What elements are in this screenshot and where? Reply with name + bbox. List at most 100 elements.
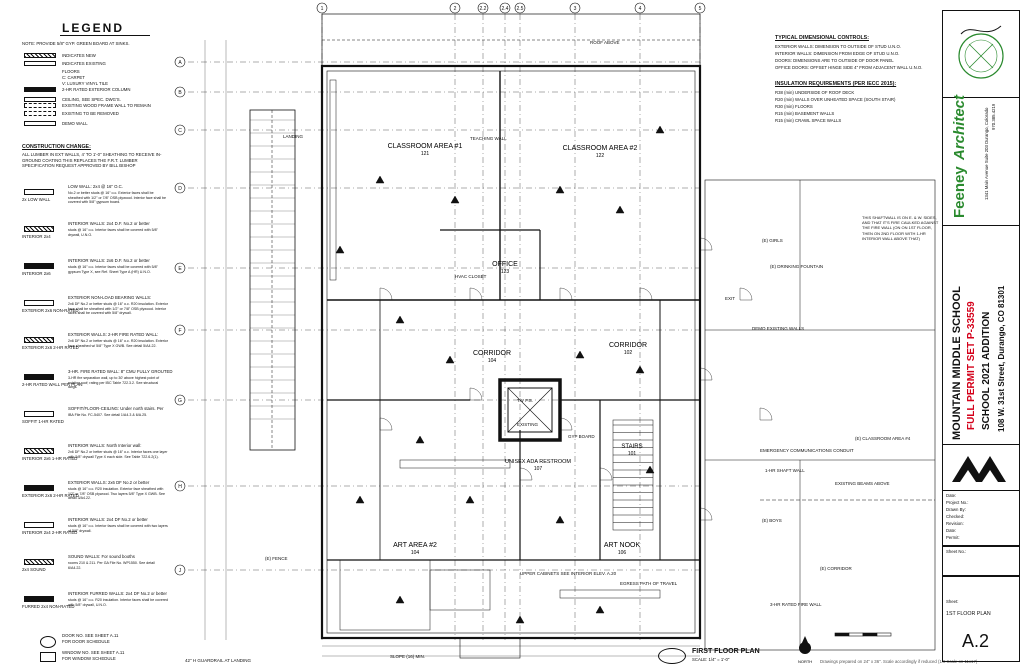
wall-type-heading: LOW WALL: 2x4 @ 16" O.C. bbox=[68, 184, 123, 189]
room-art-nook-num: 106 bbox=[618, 550, 627, 556]
room-restroom-num: 107 bbox=[534, 466, 543, 472]
door-swing-icon bbox=[699, 367, 713, 381]
wall-type-tag: 2x LOW WALL bbox=[22, 197, 51, 202]
door-swing-icon bbox=[599, 467, 613, 481]
room-art-2-num: 104 bbox=[411, 550, 420, 556]
room-art-2-name: ART AREA #2 bbox=[393, 542, 437, 549]
wall-type-description: 2x6 DF No.2 or better studs @ 16" o.c. R… bbox=[68, 339, 169, 348]
section-tag-icon bbox=[555, 185, 565, 194]
meta-label: Date: bbox=[946, 528, 957, 533]
grid-bubble-column-label: 2.4 bbox=[502, 6, 509, 12]
wall-type-description: studs @ 16" o.c. Interior faces shall be… bbox=[68, 265, 158, 274]
meta-label: Date: bbox=[946, 493, 957, 498]
label-landing: LANDING bbox=[283, 134, 304, 139]
section-tag-icon bbox=[415, 435, 425, 444]
meta-label: Drawn By: bbox=[946, 507, 966, 512]
wall-type-swatch bbox=[24, 485, 54, 491]
legend-swatch bbox=[24, 61, 56, 66]
section-tag-icon bbox=[595, 605, 605, 614]
door-swing-icon bbox=[519, 467, 533, 481]
door-swing-icon bbox=[639, 287, 653, 301]
firm-phone: 970.385.4219 bbox=[991, 103, 996, 130]
wall-type-swatch bbox=[24, 559, 54, 565]
window-tag-icon bbox=[40, 652, 56, 662]
drawing-footnote: Drawings prepared on 24" x 36". Scale ac… bbox=[820, 659, 978, 664]
door-swing-icon bbox=[559, 287, 573, 301]
label-elevator-sub: EXISTING bbox=[517, 422, 539, 427]
door-note-sub: FOR DOOR SCHEDULE bbox=[62, 639, 110, 644]
door-swing-icon bbox=[559, 417, 573, 431]
wall-type-heading: INTERIOR WALLS: 2x4 DF No.2 or better bbox=[68, 517, 148, 522]
construction-heading: CONSTRUCTION CHANGE: bbox=[22, 144, 91, 150]
label-guardrail: 42" H GUARDRAIL AT LANDING bbox=[185, 658, 252, 663]
wall-type-description: studs @ 16" o.c. Interior faces shall be… bbox=[68, 228, 158, 237]
room-classroom-1-num: 121 bbox=[421, 151, 430, 157]
room-stairs-num: 101 bbox=[628, 451, 637, 457]
drawing-scale: SCALE: 1/4" = 1'-0" bbox=[692, 657, 730, 662]
wall-type-tag: EXTERIOR 2x6 NON-RATED bbox=[22, 308, 79, 313]
section-tag-icon bbox=[445, 355, 455, 364]
section-tag-icon bbox=[355, 495, 365, 504]
legend-title-rule bbox=[60, 35, 150, 36]
wall-type-description: 3-HR fire separation wall, up to 30' abo… bbox=[68, 376, 160, 390]
wall-type-swatch bbox=[24, 263, 54, 269]
section-tag-icon bbox=[615, 205, 625, 214]
grid-bubble-column-label: 5 bbox=[699, 6, 702, 12]
wall-type-tag: 2x4 SOUND bbox=[22, 567, 46, 572]
wall-type-description: studs @ 16" o.c. Interior faces shall be… bbox=[68, 524, 168, 533]
sheet-title-label: Sheet: bbox=[946, 599, 959, 604]
grid-bubble-row-label: H bbox=[178, 484, 182, 490]
label-drinking: (E) DRINKING FOUNTAIN bbox=[770, 264, 823, 269]
room-office-num: 123 bbox=[501, 269, 510, 275]
section-tag-icon bbox=[575, 350, 585, 359]
legend-swatch bbox=[24, 53, 56, 58]
legend-swatch bbox=[24, 87, 56, 92]
grid-bubble-column-label: 2.2 bbox=[480, 6, 487, 12]
grid-bubble-row-label: G bbox=[178, 398, 182, 404]
scale-bar bbox=[834, 632, 892, 637]
grid-bubble-column-label: 1 bbox=[321, 6, 324, 12]
door-swing-icon bbox=[469, 287, 483, 301]
grid-bubble-row-label: D bbox=[178, 186, 182, 192]
label-gyp-board: GYP BOARD bbox=[568, 434, 595, 439]
door-swing-icon bbox=[699, 237, 713, 251]
grid-bubble-column-label: 2.5 bbox=[517, 6, 524, 12]
typical-item: OFFICE DOORS: OFFSET HINGE SIDE 4" FROM … bbox=[775, 65, 923, 70]
section-tag-icon bbox=[465, 495, 475, 504]
grid-bubble-row-label: J bbox=[179, 568, 182, 574]
insulation-item: R38 (min) UNDERSIDE OF ROOF DECK bbox=[775, 90, 855, 95]
permit-set: FULL PERMIT SET P-33559 bbox=[966, 301, 977, 430]
grid-bubble-row bbox=[174, 394, 186, 406]
label-exit: EXIT bbox=[725, 296, 735, 301]
sheet-no-label: Sheet No.: bbox=[946, 549, 967, 554]
label-fence: (E) FENCE bbox=[265, 556, 288, 561]
label-girls: (E) GIRLS bbox=[762, 238, 783, 243]
wall-type-heading: INTERIOR WALLS: 2x6 D.F. No.2 or better bbox=[68, 258, 150, 263]
room-restroom-name: UNISEX ADA RESTROOM bbox=[505, 459, 571, 465]
legend-swatch bbox=[24, 111, 56, 116]
legend-title: LEGEND bbox=[62, 21, 125, 35]
section-tag-icon bbox=[395, 595, 405, 604]
wall-type-tag: EXTERIOR 2x6 2-HR RATED bbox=[22, 493, 79, 498]
wall-type-heading: INTERIOR FURRED WALLS: 2x4 DF No.2 or be… bbox=[68, 591, 167, 596]
wall-type-swatch bbox=[24, 411, 54, 417]
elevator-shaft bbox=[498, 378, 562, 442]
insulation-item: R20 (min) WALLS OVER UNHEATED SPACE (SOU… bbox=[775, 97, 896, 102]
drawing-title: FIRST FLOOR PLAN bbox=[692, 648, 760, 655]
legend-item-label: EXISTING TO BE REMOVED bbox=[62, 111, 119, 116]
section-tag-icon bbox=[335, 245, 345, 254]
label-emergency: EMERGENCY COMMUNICATIONS CONDUIT bbox=[760, 448, 854, 453]
label-classroom-e: (E) CLASSROOM AREA #4 bbox=[855, 436, 911, 441]
project-address: 108 W. 31st Street, Durango, CO 81301 bbox=[997, 285, 1006, 432]
room-classroom-1-name: CLASSROOM AREA #1 bbox=[388, 143, 463, 150]
grid-bubble-row-label: A bbox=[178, 60, 182, 66]
grid-bubble-row-label: C bbox=[178, 128, 182, 134]
door-swing-icon bbox=[379, 417, 393, 431]
grid-bubble-row bbox=[174, 124, 186, 136]
wall-type-tag: INTERIOR 2x6 1-HR RATED bbox=[22, 456, 78, 461]
door-tag-icon bbox=[40, 636, 56, 648]
label-hvac-closet: HVAC CLOSET bbox=[455, 274, 487, 279]
grid-bubble-column bbox=[569, 2, 581, 14]
wall-type-description: studs @ 16" o.c. R20 insulation. Exterio… bbox=[68, 487, 165, 501]
section-tag-icon bbox=[375, 175, 385, 184]
